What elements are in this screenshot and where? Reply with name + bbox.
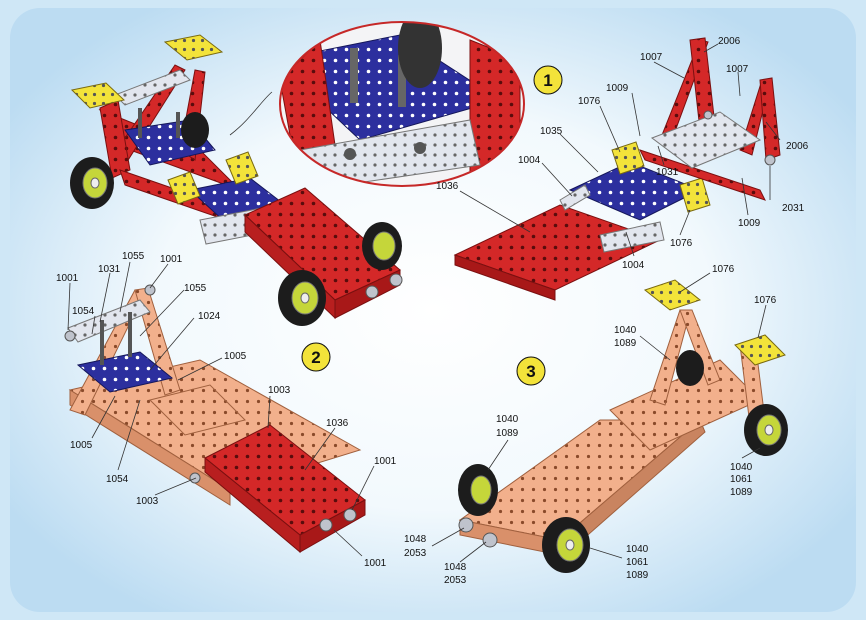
part-label: 1089 [614,338,637,349]
part-label: 1076 [670,238,693,249]
part-label: 1001 [56,273,79,284]
part-label: 1009 [606,83,629,94]
step-marker-1: 1 [533,65,563,95]
part-label: 1001 [160,254,183,265]
part-label: 1007 [726,64,749,75]
part-label: 1061 [626,557,649,568]
part-label: 1001 [364,558,387,569]
part-label: 1004 [622,260,645,271]
part-label: 2006 [718,36,741,47]
step2-part-labels: 1001 1055 1031 1001 1054 1055 1024 1005 … [56,251,397,569]
step2-illustration [64,284,366,554]
part-label: 2031 [782,203,805,214]
part-label: 1004 [518,155,541,166]
part-label: 1040 [626,544,649,555]
part-label: 1005 [70,440,93,451]
step1-wheel-front-right [362,222,402,270]
step1-car-illustration [70,34,403,326]
magnified-detail-callout [229,21,525,187]
step1-wheel-front-left [278,270,326,326]
part-label: 1005 [224,351,247,362]
part-label: 2053 [404,548,427,559]
step3-wheel-rear-right [744,404,788,456]
part-label: 1031 [656,167,679,178]
part-label: 1089 [730,487,753,498]
part-label: 1089 [496,428,519,439]
part-label: 1040 [730,462,753,473]
step3-illustration [458,279,788,573]
svg-text:2: 2 [311,348,320,367]
step3-part-labels: 1076 1076 1040 1089 1040 1089 1040 1061 … [404,264,777,586]
part-label: 1036 [436,181,459,192]
part-label: 1048 [404,534,427,545]
step-marker-3: 3 [516,356,546,386]
step1-wheel-rear-left [70,157,114,209]
part-label: 1040 [614,325,637,336]
part-label: 1036 [326,418,349,429]
part-label: 1055 [184,283,207,294]
part-label: 1076 [578,96,601,107]
step3-wheel-rear-left [676,350,704,386]
part-label: 1089 [626,570,649,581]
part-label: 1048 [444,562,467,573]
step1-part-labels: 1007 2006 1007 1009 1076 1035 1031 2006 … [436,36,809,271]
part-label: 1001 [374,456,397,467]
part-label: 1009 [738,218,761,229]
step3-wheel-front-left [458,464,498,516]
part-label: 1003 [268,385,291,396]
part-label: 1007 [640,52,663,63]
part-label: 1055 [122,251,145,262]
step3-wheel-front-right [542,517,590,573]
part-label: 1076 [754,295,777,306]
leader-lines [67,43,781,563]
part-label: 1054 [72,306,95,317]
part-label: 2053 [444,575,467,586]
part-label: 1076 [712,264,735,275]
part-label: 1054 [106,474,129,485]
svg-text:1: 1 [543,71,552,90]
part-label: 1040 [496,414,519,425]
part-label: 1035 [540,126,563,137]
step1-wheel-rear-right [181,112,209,148]
part-label: 1031 [98,264,121,275]
step-marker-2: 2 [301,342,331,372]
part-label: 2006 [786,141,809,152]
svg-text:3: 3 [526,362,535,381]
step1-parts-illustration [453,37,781,301]
part-label: 1061 [730,474,753,485]
part-label: 1024 [198,311,221,322]
part-label: 1003 [136,496,159,507]
